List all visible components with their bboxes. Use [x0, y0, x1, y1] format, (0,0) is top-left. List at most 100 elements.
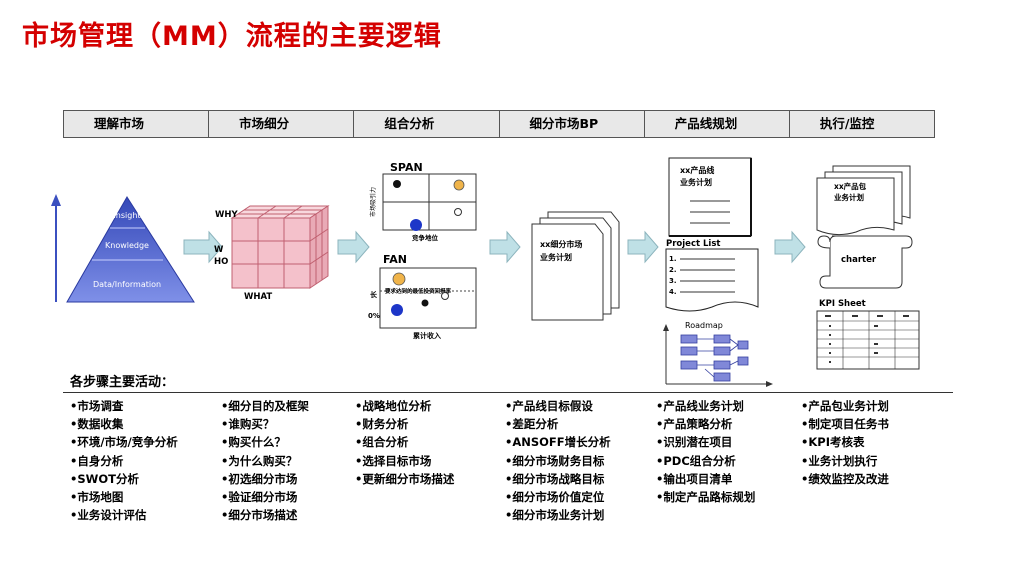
roadmap-chart: Roadmap — [663, 321, 773, 387]
pyramid-shape — [66, 196, 195, 303]
activity-item: •细分目的及框架 — [221, 399, 309, 413]
activity-item: •输出项目清单 — [656, 471, 733, 486]
fan-point — [421, 299, 429, 307]
project-item-1: 1. — [669, 255, 677, 263]
project-list-doc: Project List 1. 2. 3. 4. — [665, 239, 759, 312]
activity-item: •细分市场价值定位 — [505, 490, 605, 505]
roadmap-task — [737, 356, 749, 366]
activity-item: •制定产品路标规划 — [656, 490, 756, 505]
bp-doc-line2: 业务计划 — [540, 252, 572, 262]
flow-arrow-icon — [627, 230, 659, 264]
fan-point — [391, 304, 403, 316]
fan-title: FAN — [383, 253, 407, 266]
product-line-plan-doc: xx产品线 业务计划 — [668, 157, 752, 237]
flow-arrow-icon — [774, 230, 806, 264]
flow-arrow-icon — [183, 230, 223, 264]
flow-arrow-icon — [337, 230, 370, 264]
activity-item: •产品线业务计划 — [656, 399, 744, 413]
span-matrix: SPAN 市场吸引力 竞争地位 — [369, 161, 477, 242]
roadmap-task — [680, 346, 698, 356]
activities-col-portfolio-analysis: •战略地位分析 •财务分析 •组合分析 •选择目标市场 •更新细分市场描述 — [355, 397, 454, 488]
bp-doc-line1: xx细分市场 — [540, 239, 582, 249]
exec-doc-line1: xx产品包 — [834, 181, 867, 191]
activity-item: •自身分析 — [70, 453, 124, 468]
activity-item: •细分市场财务目标 — [505, 453, 605, 468]
step-product-line-planning: 产品线规划 — [645, 111, 790, 137]
cube-label-what: WHAT — [244, 292, 272, 302]
kpi-title: KPI Sheet — [819, 299, 866, 309]
roadmap-task — [680, 334, 698, 344]
roadmap-task — [737, 340, 749, 350]
activity-item: •业务计划执行 — [801, 453, 878, 468]
activity-item: •市场调查 — [70, 399, 124, 413]
activity-item: •产品包业务计划 — [801, 399, 889, 413]
bp-document-stack: xx细分市场 业务计划 — [531, 211, 620, 321]
activity-item: •选择目标市场 — [355, 453, 432, 468]
fan-point — [392, 272, 406, 286]
fan-x-label: 累计收入 — [413, 331, 441, 340]
cube-label-who-1: W — [214, 245, 224, 255]
activity-item: •制定项目任务书 — [801, 417, 889, 432]
activity-item: •绩效监控及改进 — [801, 471, 889, 486]
activity-item: •细分市场战略目标 — [505, 471, 605, 486]
exec-document-stack: xx产品包 业务计划 — [816, 165, 911, 236]
roadmap-task — [713, 346, 731, 356]
activity-item: •谁购买？ — [221, 417, 275, 432]
activities-divider — [63, 392, 953, 393]
activity-item: •识别潜在项目 — [656, 435, 733, 450]
activity-item: •细分市场描述 — [221, 508, 298, 523]
process-step-bar: 理解市场 市场细分 组合分析 细分市场BP 产品线规划 执行/监控 — [63, 110, 935, 138]
span-point — [454, 208, 462, 216]
segmentation-cube — [230, 205, 330, 289]
step-market-segmentation: 市场细分 — [209, 111, 355, 137]
activity-item: •组合分析 — [355, 435, 409, 450]
roadmap-task — [713, 334, 731, 344]
activity-item: •差距分析 — [505, 417, 559, 432]
span-point — [453, 179, 465, 191]
activity-item: •ANSOFF增长分析 — [505, 435, 611, 450]
activities-col-understand-market: •市场调查 •数据收集 •环境/市场/竞争分析 •自身分析 •SWOT分析 •市… — [70, 397, 178, 524]
activity-item: •KPI考核表 — [801, 435, 865, 450]
activity-item: •业务设计评估 — [70, 508, 147, 523]
fan-threshold-label: 要求达到的最低投资回报率 — [385, 287, 452, 295]
exec-doc-line2: 业务计划 — [834, 192, 864, 202]
fan-matrix: FAN 要求达到的最低投资回报率 长 0% 累计收入 — [368, 253, 477, 340]
span-point — [393, 180, 401, 188]
activity-item: •市场地图 — [70, 490, 124, 505]
pyramid-level-data: Data/Information — [93, 280, 161, 289]
project-item-4: 4. — [669, 288, 677, 296]
activity-item: •产品线目标假设 — [505, 399, 593, 413]
cube-label-who-2: HO — [214, 257, 228, 267]
step-execute-monitor: 执行/监控 — [819, 116, 875, 131]
activity-item: •产品策略分析 — [656, 417, 733, 432]
roadmap-title: Roadmap — [685, 321, 723, 330]
step-portfolio-analysis: 组合分析 — [354, 111, 500, 137]
span-title: SPAN — [390, 161, 423, 174]
activity-item: •初选细分市场 — [221, 471, 298, 486]
span-y-label: 市场吸引力 — [369, 187, 377, 217]
activity-item: •更新细分市场描述 — [355, 471, 455, 486]
activities-title: 各步骤主要活动： — [70, 375, 175, 390]
activity-item: •环境/市场/竞争分析 — [70, 435, 178, 450]
activities-col-market-segmentation: •细分目的及框架 •谁购买？ •购买什么？ •为什么购买？ •初选细分市场 •验… — [221, 397, 309, 524]
fan-y-label-top: 长 — [370, 290, 378, 299]
activity-item: •PDC组合分析 — [656, 453, 736, 468]
cube-label-why: WHY — [215, 210, 238, 220]
activity-item: •数据收集 — [70, 417, 124, 432]
activity-item: •战略地位分析 — [355, 399, 432, 413]
activities-col-segment-bp: •产品线目标假设 •差距分析 •ANSOFF增长分析 •细分市场财务目标 •细分… — [505, 397, 611, 524]
activities-col-execute-monitor: •产品包业务计划 •制定项目任务书 •KPI考核表 •业务计划执行 •绩效监控及… — [801, 397, 889, 488]
roadmap-task — [713, 372, 731, 382]
knowledge-pyramid: Insight Knowledge Data/Information — [51, 194, 195, 303]
fan-point — [441, 292, 449, 300]
roadmap-task — [713, 360, 731, 370]
activity-item: •验证细分市场 — [221, 490, 298, 505]
product-plan-line2: 业务计划 — [680, 177, 712, 187]
span-point — [410, 219, 422, 231]
product-plan-line1: xx产品线 — [680, 165, 714, 175]
activity-item: •为什么购买？ — [221, 453, 298, 468]
activity-item: •SWOT分析 — [70, 471, 139, 486]
span-x-label: 竞争地位 — [412, 233, 439, 242]
pyramid-level-insight: Insight — [113, 211, 140, 220]
project-item-3: 3. — [669, 277, 677, 285]
